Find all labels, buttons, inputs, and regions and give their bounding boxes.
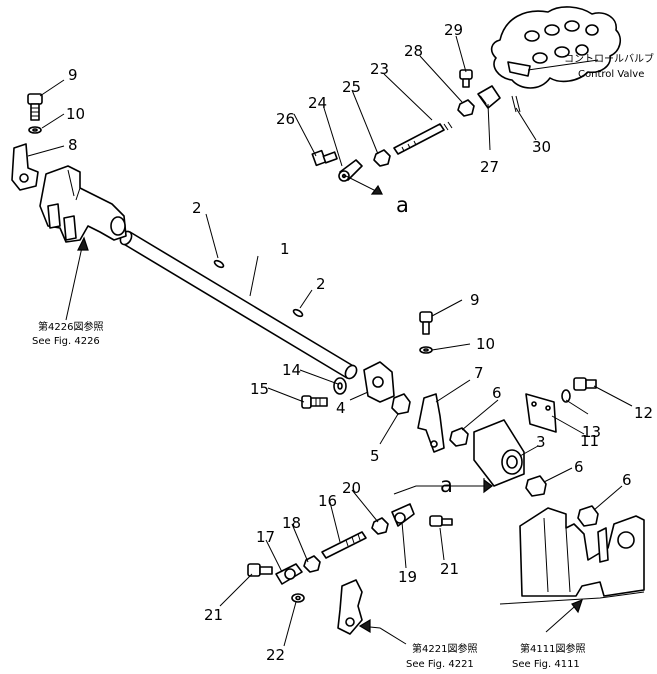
bushing-6-mid [525, 475, 547, 497]
callout-6-bottom: 6 [622, 471, 632, 489]
bolt-12 [573, 377, 597, 391]
callout-26: 26 [276, 110, 295, 128]
callout-27: 27 [480, 158, 499, 176]
callout-19: 19 [398, 568, 417, 586]
callout-3: 3 [536, 433, 546, 451]
callout-18: 18 [282, 514, 301, 532]
callout-6-mid: 6 [574, 458, 584, 476]
callout-7: 7 [474, 364, 484, 382]
callout-6-top: 6 [492, 384, 502, 402]
callout-30: 30 [532, 138, 551, 156]
callout-5: 5 [370, 447, 380, 465]
callout-12: 12 [634, 404, 653, 422]
callout-22: 22 [266, 646, 285, 664]
callout-14: 14 [282, 361, 301, 379]
rod-end-19 [391, 503, 415, 527]
bushing-6-bottom [577, 505, 599, 527]
lever-4 [363, 361, 395, 403]
bolt-21-right [429, 515, 453, 527]
nut-20 [371, 517, 389, 535]
plate-11 [525, 393, 557, 433]
note-control-valve-en: Control Valve [578, 69, 644, 80]
callout-9-left: 9 [68, 66, 78, 84]
callout-21-left: 21 [204, 606, 223, 624]
shaft-1 [119, 230, 358, 380]
callout-8: 8 [68, 136, 78, 154]
callout-10-right: 10 [476, 335, 495, 353]
leader-lines [27, 35, 633, 647]
rod-end-17 [275, 563, 303, 585]
bolt-21-left [247, 563, 273, 577]
view-mark-a-upper: a [396, 193, 409, 217]
callout-10-left: 10 [66, 105, 85, 123]
lever-lower [337, 579, 363, 635]
callout-1: 1 [280, 240, 290, 258]
rod-23 [393, 121, 453, 155]
callout-25: 25 [342, 78, 361, 96]
callout-24: 24 [308, 94, 327, 112]
note-fig4111-en: See Fig. 4111 [512, 659, 580, 670]
bracket-left [39, 165, 127, 243]
note-fig4221-jp: 第4221図参照 [412, 642, 477, 655]
callout-16: 16 [318, 492, 337, 510]
washer-10-left [28, 126, 42, 134]
note-fig4226-jp: 第4226図参照 [38, 320, 103, 333]
note-fig4226-en: See Fig. 4226 [32, 336, 100, 347]
callout-29: 29 [444, 21, 463, 39]
view-mark-a-lower: a [440, 473, 453, 497]
callout-4: 4 [336, 399, 346, 417]
note-fig4221-en: See Fig. 4221 [406, 659, 474, 670]
control-valve [490, 6, 622, 89]
view-arrows [345, 175, 493, 495]
bolt-9-left [27, 93, 43, 121]
callout-20: 20 [342, 479, 361, 497]
nut-18 [303, 555, 321, 573]
callouts: 9 10 8 2 1 2 26 24 25 23 28 29 27 30 9 1… [66, 21, 653, 664]
notes: コントロールバルブ Control Valve 第4226図参照 See Fig… [32, 52, 654, 670]
pivot-tube-3 [473, 419, 525, 487]
view-marks: a a [396, 193, 453, 497]
callout-17: 17 [256, 528, 275, 546]
callout-13: 13 [582, 423, 601, 441]
callout-28: 28 [404, 42, 423, 60]
callout-2-top: 2 [192, 199, 202, 217]
callout-9-right: 9 [470, 291, 480, 309]
callout-23: 23 [370, 60, 389, 78]
bolt-15 [301, 395, 328, 409]
note-fig4111-jp: 第4111図参照 [520, 642, 585, 655]
washer-22 [291, 593, 305, 603]
keys-2 [213, 259, 304, 318]
note-control-valve-jp: コントロールバルブ [564, 52, 654, 65]
bushing-6-top [449, 427, 469, 447]
washer-14 [333, 377, 347, 395]
callout-15: 15 [250, 380, 269, 398]
joint-27 [477, 85, 501, 109]
reference-arrows [65, 236, 583, 645]
bolt-29 [459, 69, 473, 88]
nut-25 [373, 149, 391, 167]
lever-8 [11, 143, 39, 191]
callout-21-right: 21 [440, 560, 459, 578]
callout-11: 11 [580, 432, 599, 450]
bolt-9-right [419, 311, 433, 335]
rod-end-24 [338, 159, 363, 182]
washer-10-right [419, 346, 433, 354]
bushing-5 [391, 393, 411, 415]
rod-16 [321, 531, 367, 559]
washer-13 [561, 389, 571, 403]
callout-2-mid: 2 [316, 275, 326, 293]
pin-30 [511, 95, 521, 113]
nut-28 [457, 99, 475, 117]
lever-7 [417, 393, 445, 453]
bolt-26 [311, 149, 338, 167]
frame [499, 507, 645, 605]
